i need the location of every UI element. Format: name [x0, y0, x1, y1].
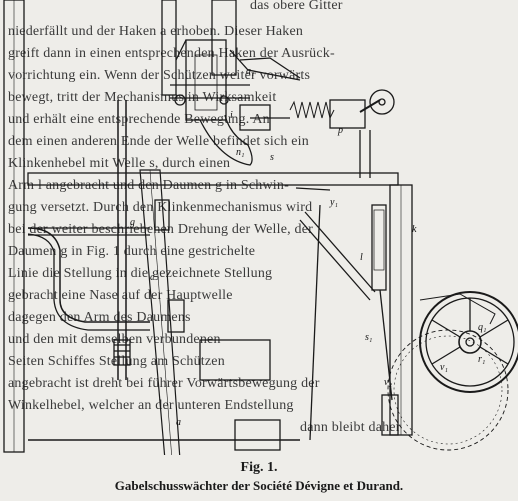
bg-line: und erhält eine entsprechende Bewegung. … [8, 112, 270, 127]
top-mechanism-cluster [170, 39, 301, 166]
left-upper-post [161, 0, 177, 96]
reference-labels: a₁ i n₁ s p g c a y₁ l k q₁ r₁ v₁ v₂ s₁ [130, 66, 486, 428]
label-text: l [360, 252, 363, 263]
hand-wheel [419, 291, 518, 393]
bg-line: gung versetzt. Durch den Klinkenmechanis… [8, 200, 313, 215]
bg-line: gebracht eine Nase auf der Hauptwelle [8, 288, 233, 303]
bg-line: Seiten Schiffes Stellung am Schützen [8, 354, 225, 369]
bg-line: das obere Gitter [250, 0, 343, 13]
main-frame-beam [27, 172, 399, 186]
figure-caption: Gabelschusswächter der Société Dévigne e… [114, 478, 404, 493]
label-text: v₂ [384, 377, 392, 388]
bg-line: Linie die Stellung in die gezeichnete St… [8, 266, 273, 281]
coil-spring [289, 100, 335, 120]
bg-line: bewegt, tritt der Mechanismus in Wirksam… [8, 90, 277, 105]
bg-line: dem einen anderen Ende der Welle befinde… [8, 134, 309, 149]
label-text: k [412, 224, 417, 235]
dashed-gear-outline [387, 329, 509, 451]
bg-line: greift dann in einen entsprechenden Hake… [8, 46, 335, 61]
bg-line: niederfällt und der Haken a erhoben. Die… [8, 24, 304, 39]
label-text: s [270, 152, 274, 163]
bg-line: Winkelhebel, welcher an der unteren Ends… [8, 398, 294, 413]
mechanism-engraving: a₁ i n₁ s p g c a y₁ l k q₁ r₁ v₁ v₂ s₁ [3, 0, 518, 455]
label-text: s₁ [365, 332, 372, 343]
label-text: a₁ [246, 66, 254, 77]
bg-line: Daumen g in Fig. 1 durch eine gestrichel… [8, 244, 256, 259]
right-upper-post [211, 0, 237, 76]
label-text: v₁ [440, 362, 448, 373]
label-text: c [150, 272, 155, 283]
label-text: y₁ [329, 197, 338, 208]
bg-line: vorrichtung ein. Wenn der Schützen weite… [8, 68, 311, 83]
bg-line: dann bleibt daher [300, 420, 401, 435]
upper-pivot-wheel [369, 89, 395, 115]
label-text: i [230, 110, 233, 121]
fork-lever-arm [139, 169, 181, 455]
figure-number: Fig. 1. [240, 460, 278, 475]
label-text: n₁ [236, 147, 244, 158]
label-text: a [176, 417, 181, 428]
label-text: q₁ [478, 322, 486, 333]
bg-line: Klinkenhebel mit Welle s, durch einen [8, 156, 231, 171]
label-text: g [130, 217, 135, 228]
label-text: r₁ [478, 354, 485, 365]
label-text: p [337, 125, 343, 136]
